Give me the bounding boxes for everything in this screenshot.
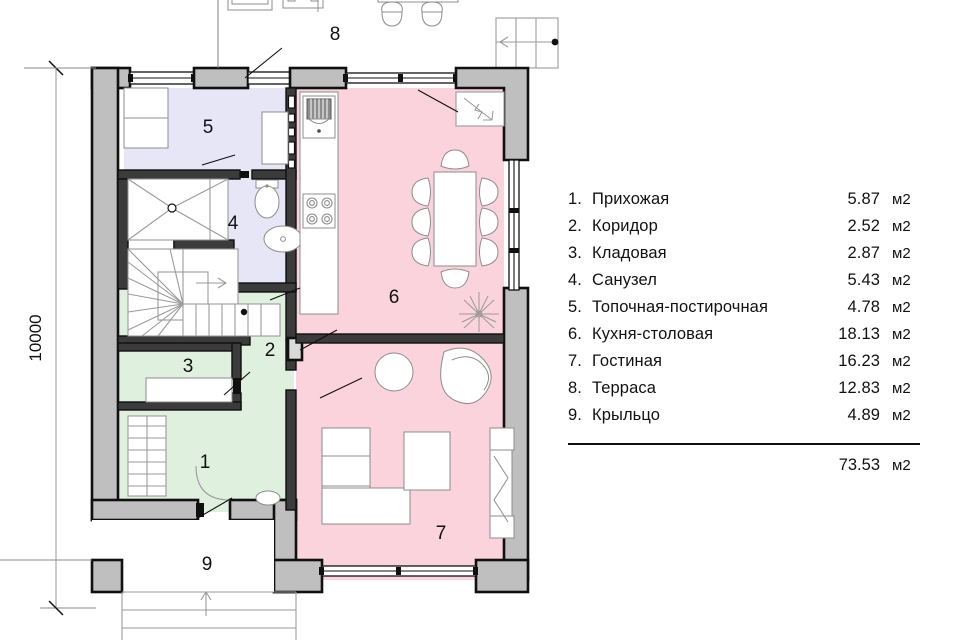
legend-number: 3.: [568, 244, 582, 262]
window-top-2: [247, 71, 293, 85]
legend-room-name: Терраса: [592, 379, 656, 397]
room-marker-3: 3: [183, 356, 194, 377]
room-marker-8: 8: [330, 24, 341, 45]
legend-unit: м2: [892, 245, 911, 262]
legend-total-unit: м2: [892, 457, 911, 474]
exterior-walls: [90, 66, 530, 594]
legend-unit: м2: [892, 272, 911, 289]
legend-number: 7.: [568, 352, 582, 370]
kitchen-fixtures: [299, 91, 505, 332]
room-marker-6: 6: [389, 287, 400, 308]
floor-plan-drawing: .wall { fill:#bfbfbf; stroke:#101010; st…: [0, 0, 559, 640]
legend-number: 6.: [568, 325, 582, 343]
legend-number: 1.: [568, 190, 582, 208]
window-top-3: [343, 72, 458, 84]
terrace-area: 8: [217, 0, 559, 69]
legend-row: 9. Крыльцо 4.89 м2: [568, 406, 936, 433]
leader-lines: [195, 47, 459, 520]
room-marker-1: 1: [200, 452, 211, 473]
legend-divider: [568, 443, 920, 445]
legend-row: 4. Санузел 5.43 м2: [568, 271, 936, 298]
legend-total-area: 73.53: [838, 456, 880, 474]
room-marker-7: 7: [436, 523, 447, 544]
bathroom-fixtures: [254, 179, 303, 253]
legend-room-name: Гостиная: [592, 352, 663, 370]
room-markers: 1 2 3 4 5 6 7 9: [183, 117, 447, 575]
dimension-left: 10000: [26, 60, 96, 616]
window-right: [508, 159, 520, 291]
legend-row: 1. Прихожая 5.87 м2: [568, 190, 936, 217]
room-marker-4: 4: [228, 213, 239, 234]
dimension-label-height: 10000: [26, 314, 45, 361]
legend-room-name: Санузел: [592, 271, 657, 289]
legend-number: 4.: [568, 271, 582, 289]
legend-number: 9.: [568, 406, 582, 424]
legend-room-name: Топочная-постирочная: [592, 298, 768, 316]
legend-unit: м2: [892, 326, 911, 343]
legend-unit: м2: [892, 191, 911, 208]
legend-unit: м2: [892, 353, 911, 370]
legend-area: 2.87: [847, 244, 880, 262]
living-room-fixtures: [321, 347, 515, 539]
legend-area: 4.78: [847, 298, 880, 316]
legend-total-row: 73.53 м2: [568, 456, 936, 475]
legend-area: 5.87: [847, 190, 880, 208]
staircase: [127, 178, 281, 497]
legend-row: 6. Кухня-столовая 18.13 м2: [568, 325, 936, 352]
plant-icon: [459, 292, 499, 332]
legend-number: 8.: [568, 379, 582, 397]
legend-area: 2.52: [847, 217, 880, 235]
legend-area: 16.23: [838, 352, 880, 370]
interior-walls: [117, 87, 505, 511]
utility-room-fixtures: [123, 87, 289, 165]
window-top-1: [128, 71, 196, 85]
legend-number: 2.: [568, 217, 582, 235]
legend-row: 3. Кладовая 2.87 м2: [568, 244, 936, 271]
legend-room-name: Кухня-столовая: [592, 325, 714, 343]
legend-room-name: Крыльцо: [592, 406, 661, 424]
legend-room-name: Прихожая: [592, 190, 670, 208]
legend-area: 18.13: [838, 325, 880, 343]
guide-lines: [0, 0, 319, 561]
legend-room-name: Кладовая: [592, 244, 667, 262]
legend-unit: м2: [892, 380, 911, 397]
legend-room-name: Коридор: [592, 217, 658, 235]
legend-row: 8. Терраса 12.83 м2: [568, 379, 936, 406]
legend-area: 5.43: [847, 271, 880, 289]
legend-row: 2. Коридор 2.52 м2: [568, 217, 936, 244]
legend-unit: м2: [892, 218, 911, 235]
legend-row: 7. Гостиная 16.23 м2: [568, 352, 936, 379]
window-bottom: [319, 565, 478, 577]
room-marker-5: 5: [203, 117, 214, 138]
legend-area: 12.83: [838, 379, 880, 397]
room-marker-2: 2: [265, 340, 276, 361]
room-schedule-legend: 1. Прихожая 5.87 м2 2. Коридор 2.52 м2 3…: [568, 190, 936, 475]
hall-fixtures: [145, 377, 281, 506]
legend-unit: м2: [892, 299, 911, 316]
porch-area: [90, 520, 297, 640]
legend-row: 5. Топочная-постирочная 4.78 м2: [568, 298, 936, 325]
legend-unit: м2: [892, 407, 911, 424]
legend-number: 5.: [568, 298, 582, 316]
room-marker-9: 9: [202, 554, 213, 575]
legend-area: 4.89: [847, 406, 880, 424]
